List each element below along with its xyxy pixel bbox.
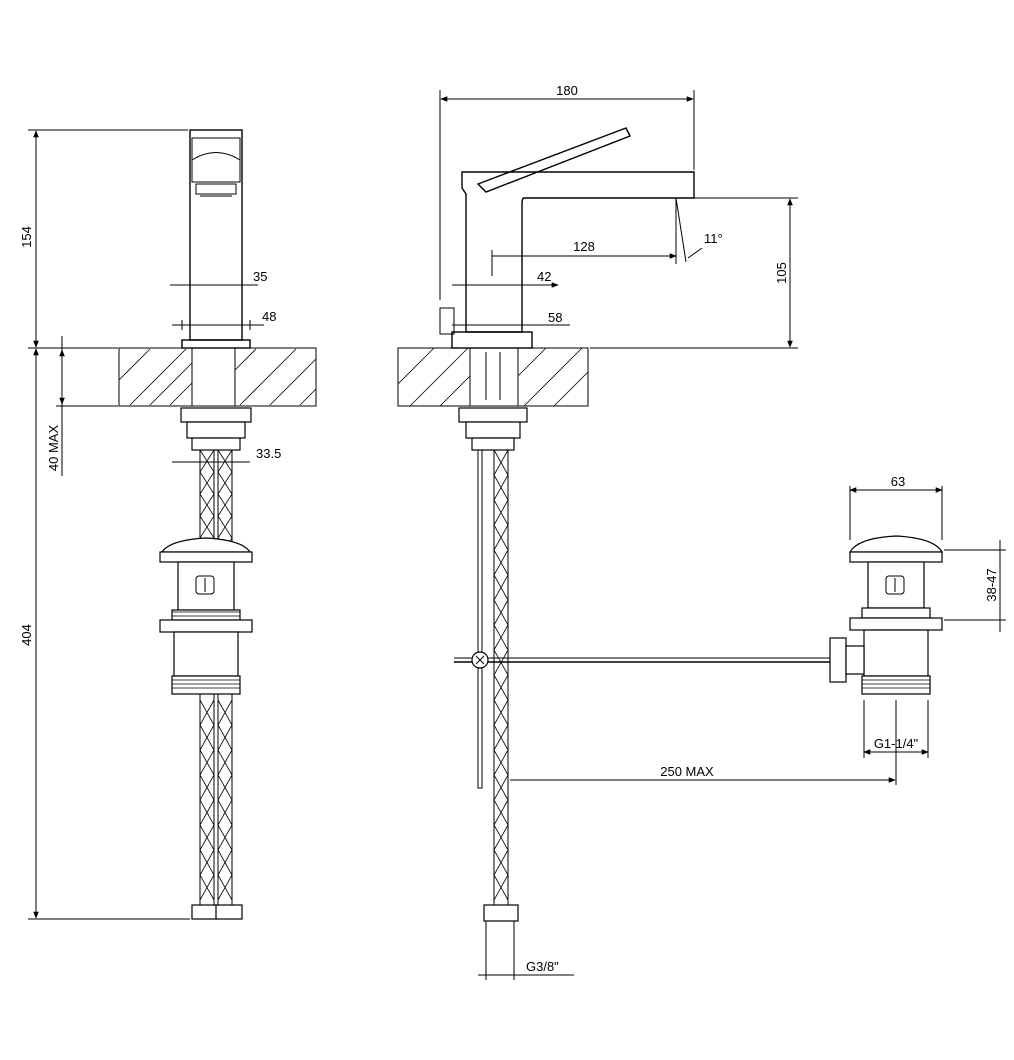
dim-spout-reach: 128 — [573, 239, 595, 254]
dim-hose-thread: G3/8" — [526, 959, 559, 974]
front-waste — [159, 537, 253, 695]
dim-body-width: 35 — [253, 269, 267, 284]
front-view — [118, 129, 317, 920]
dim-outlet-height: 105 — [774, 262, 789, 284]
front-dimensions — [28, 129, 264, 920]
side-hose-and-rod — [454, 449, 830, 922]
side-dimensions — [439, 90, 1006, 980]
dim-waste-diameter: 63 — [891, 474, 905, 489]
dim-body-depth: 42 — [537, 269, 551, 284]
dim-base-width: 48 — [262, 309, 276, 324]
dim-shank-diameter: 33.5 — [256, 446, 281, 461]
side-view — [397, 127, 944, 922]
dim-waste-thread: G1-1/4" — [874, 736, 919, 751]
dim-total-length: 404 — [19, 624, 34, 646]
front-countertop — [118, 347, 317, 407]
dim-base-depth: 58 — [548, 310, 562, 325]
side-waste — [829, 535, 944, 695]
dim-overall-depth: 180 — [556, 83, 578, 98]
dim-rod-length: 250 MAX — [660, 764, 714, 779]
dim-spout-angle: 11° — [704, 231, 723, 246]
front-faucet-body — [180, 129, 252, 451]
dim-spout-height: 154 — [19, 226, 34, 248]
side-countertop — [397, 347, 589, 407]
dim-waste-adjust: 38-47 — [984, 568, 999, 601]
dim-max-deck-thickness: 40 MAX — [46, 425, 61, 472]
front-hoses — [191, 449, 243, 920]
